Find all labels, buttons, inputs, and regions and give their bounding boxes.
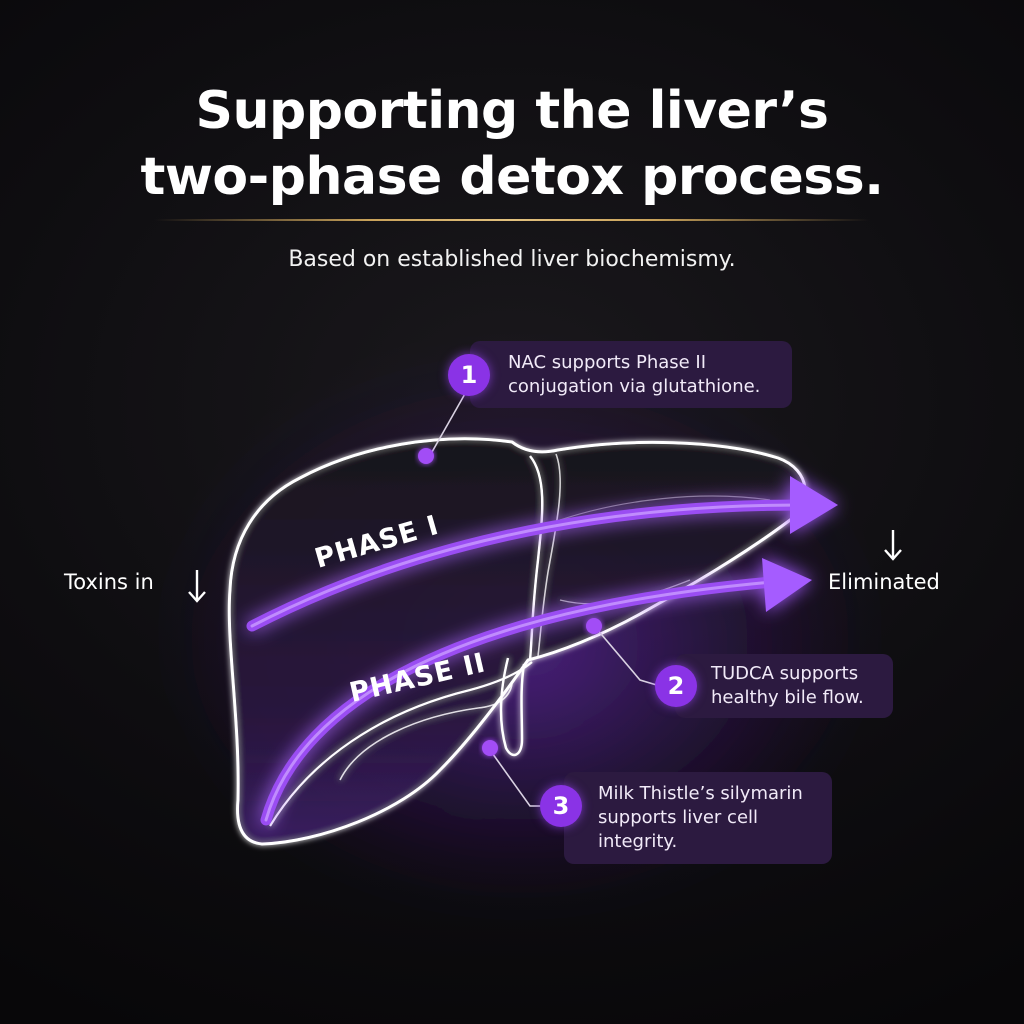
liver-lobe-division: [528, 455, 544, 661]
anchor-dot-2: [586, 618, 602, 634]
headline-line-2: two-phase detox process.: [140, 147, 884, 207]
callout-1-text: NAC supports Phase II conjugation via gl…: [508, 352, 761, 397]
headline-line-1: Supporting the liver’s: [195, 81, 829, 141]
phase-1-arrow: [246, 476, 838, 632]
phase-1-arrowhead: [790, 476, 838, 534]
subtitle: Based on established liver biochemismy.: [288, 247, 736, 272]
leader-line-2: [595, 627, 661, 687]
leader-line-1: [431, 391, 467, 453]
phase-2-arrow: [260, 558, 812, 826]
liver-outline: [227, 437, 807, 846]
liver-underside-contour: [269, 661, 533, 827]
callout-leaders: [418, 391, 661, 807]
eliminated-down-arrow-icon: [884, 530, 902, 561]
headline: Supporting the liver’s two-phase detox p…: [0, 78, 1024, 210]
callout-3-text: Milk Thistle’s silymarin supports liver …: [598, 783, 803, 852]
phase-2-arrow-core: [264, 580, 774, 822]
phase-2-arrowhead: [762, 558, 812, 612]
anchor-dot-3: [482, 740, 498, 756]
liver-lobe-division-inner: [537, 453, 561, 657]
callout-2: TUDCA supports healthy bile flow.: [675, 654, 893, 718]
toxins-down-arrow-icon: [188, 570, 206, 603]
callout-2-badge: 2: [655, 665, 697, 707]
callout-2-text: TUDCA supports healthy bile flow.: [711, 663, 864, 708]
callout-1: NAC supports Phase II conjugation via gl…: [470, 341, 792, 408]
toxins-in-text: Toxins in: [64, 570, 154, 594]
liver-main-lobe: [227, 437, 807, 846]
callout-3: Milk Thistle’s silymarin supports liver …: [564, 772, 832, 864]
left-lobe-inner-contour: [559, 495, 771, 521]
eliminated-text: Eliminated: [828, 570, 940, 594]
callout-3-badge: 3: [540, 785, 582, 827]
toxins-in-label: Toxins in: [64, 568, 154, 596]
anchor-dot-1: [418, 448, 434, 464]
gold-divider: [155, 219, 869, 221]
eliminated-label: Eliminated: [828, 568, 940, 596]
phase-1-arrow-core: [250, 503, 802, 628]
liver-underside-contour-2: [339, 683, 513, 781]
callout-1-badge: 1: [448, 354, 490, 396]
